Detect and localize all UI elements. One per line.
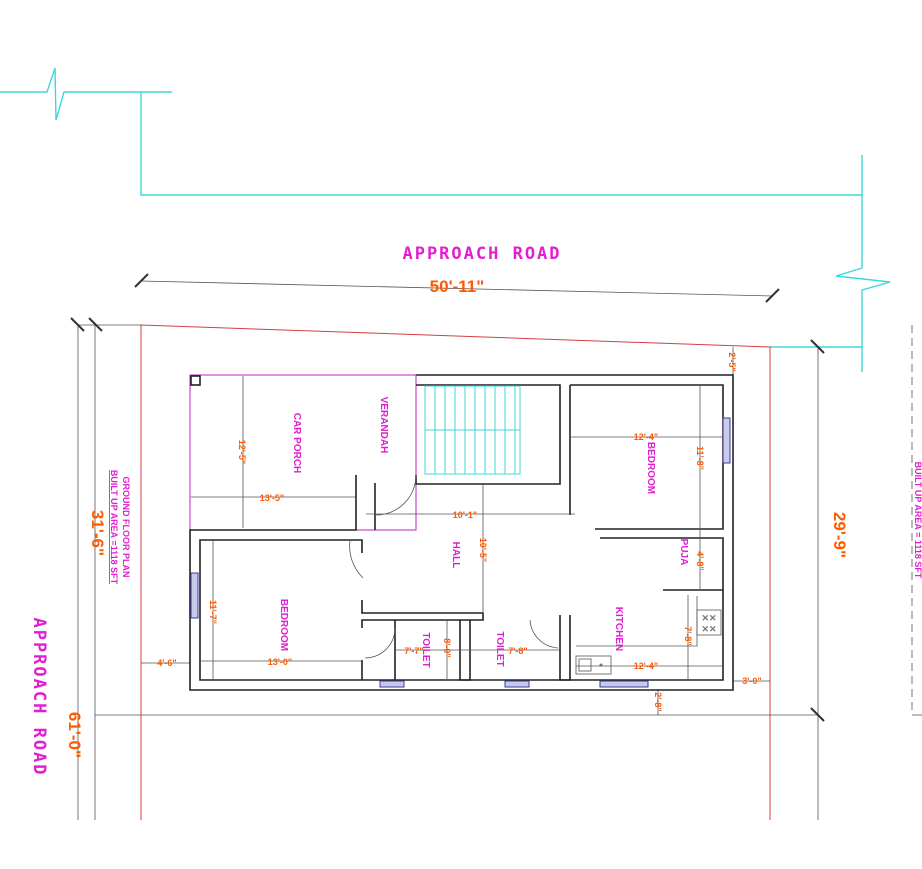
dim-line-top — [140, 280, 774, 297]
setback-right: 3'-0" — [742, 676, 761, 686]
door-bedroom-left — [349, 539, 364, 579]
dim-toilet-2-w: 7'-8" — [508, 646, 527, 656]
dim-kitchen-w: 12'-4" — [634, 661, 658, 671]
built-up-area: BUILT UP AREA =1118 SFT — [109, 470, 119, 585]
road-label-left: APPROACH ROAD — [29, 617, 49, 776]
dim-car-porch-w: 13'-5" — [260, 493, 284, 503]
staircase — [424, 385, 521, 475]
label-kitchen: KITCHEN — [613, 607, 624, 651]
dim-hall-w: 10'-1" — [453, 510, 477, 520]
plan-title: GROUND FLOOR PLAN — [121, 477, 131, 578]
window-toilet-1 — [379, 680, 405, 688]
door-verandah — [375, 474, 417, 516]
window-bedroom-right — [722, 417, 731, 464]
room-dimensions: 12'-5" 13'-5" 10'-1" 10'-5" 11'-7" 13'-0… — [157, 352, 761, 711]
dim-right: 29'-9" — [830, 512, 849, 558]
door-toilet-1 — [364, 627, 396, 659]
label-bedroom-right: BEDROOM — [645, 442, 656, 494]
svg-text:✕✕: ✕✕ — [701, 624, 716, 634]
dim-toilet-1-h: 8'-0" — [442, 638, 452, 657]
window-bedroom-left — [190, 572, 199, 619]
dim-bedroom-left-h: 11'-7" — [208, 600, 218, 624]
label-puja: PUJA — [678, 539, 689, 566]
label-hall: HALL — [450, 542, 461, 569]
label-car-porch: CAR PORCH — [291, 413, 302, 474]
sink-icon — [575, 655, 612, 675]
road-boundary-right — [835, 155, 891, 372]
window-kitchen — [599, 680, 649, 688]
label-toilet-2: TOILET — [494, 631, 505, 666]
dim-top: 50'-11" — [430, 277, 485, 296]
built-up-area-fragment: BUILT UP AREA = 1118 SFT — [913, 462, 922, 579]
dim-bedroom-right-w: 12'-4" — [634, 432, 658, 442]
setback-left: 4'-6" — [157, 658, 176, 668]
dim-left-inner: 31'-6" — [88, 510, 107, 556]
stove-icon: ✕✕ ✕✕ — [696, 609, 722, 636]
label-bedroom-left: BEDROOM — [278, 599, 289, 651]
window-toilet-2 — [504, 680, 530, 688]
dim-bedroom-left-w: 13'-0" — [268, 657, 292, 667]
door-toilet-2 — [529, 619, 559, 649]
road-boundary-top — [0, 67, 172, 121]
dim-left-outer: 61'-0" — [65, 712, 84, 758]
dim-toilet-1-w: 7'-7" — [404, 646, 423, 656]
road-label-top: APPROACH ROAD — [402, 244, 561, 264]
label-verandah: VERANDAH — [378, 397, 389, 454]
dim-hall-h: 10'-5" — [478, 538, 488, 562]
plot-boundary — [140, 324, 771, 820]
walls — [189, 374, 734, 691]
dim-bedroom-right-h: 11'-8" — [695, 446, 705, 470]
dim-car-porch-h: 12'-5" — [237, 440, 247, 464]
road-boundary-edge — [140, 92, 862, 196]
dim-kitchen-h: 7'-8" — [683, 626, 693, 645]
dim-puja-h: 4'-8" — [695, 551, 705, 570]
label-toilet-1: TOILET — [420, 632, 431, 667]
svg-text:✕✕: ✕✕ — [701, 613, 716, 623]
room-labels: CAR PORCH VERANDAH HALL BEDROOM TOILET T… — [278, 397, 689, 668]
setback-bottom: 2'-8" — [653, 692, 663, 711]
setback-top: 2'-5" — [727, 352, 737, 371]
